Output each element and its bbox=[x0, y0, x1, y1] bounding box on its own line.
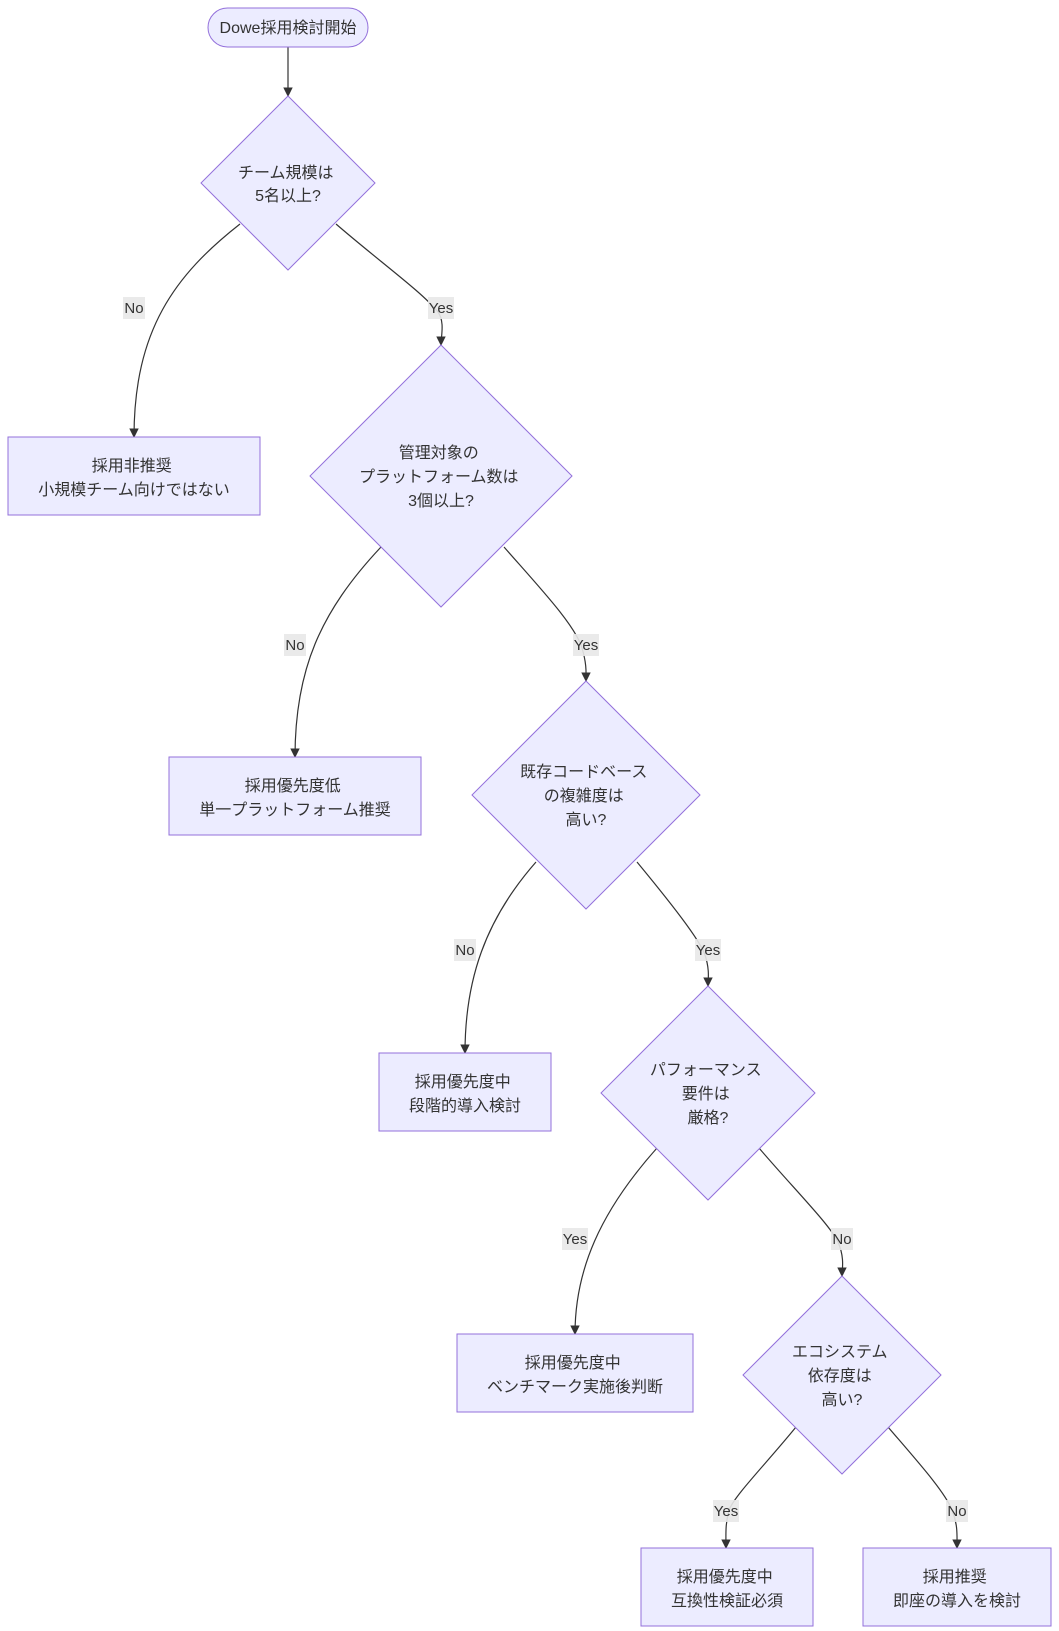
node-r-recommend: 採用推奨 即座の導入を検討 bbox=[862, 1547, 1052, 1627]
node-q-perf-line-1: パフォーマンス bbox=[650, 1062, 762, 1079]
edge-label-perf-yes: Yes bbox=[563, 1231, 587, 1248]
node-q-platform-line-1: 管理対象の bbox=[399, 444, 479, 462]
edge-labels: No Yes No Yes No Yes Yes No Yes No bbox=[123, 297, 968, 1522]
node-q-eco-line-1: エコシステム bbox=[792, 1344, 888, 1361]
edge-complex-no bbox=[460, 861, 537, 1054]
svg-text:採用非推奨 小規模チーム向けではない: 採用非推奨 小規模チーム向けではない bbox=[38, 457, 230, 499]
edge-eco-no bbox=[887, 1426, 962, 1549]
node-r-mid-staged-line-1: 採用優先度中 bbox=[415, 1073, 511, 1091]
edge-label-complex-yes: Yes bbox=[696, 942, 720, 959]
node-q-complex-line-3: 高い? bbox=[566, 811, 607, 829]
node-r-mid-bench-line-1: 採用優先度中 bbox=[525, 1354, 621, 1372]
node-start-line-1: Dowe採用検討開始 bbox=[220, 19, 357, 37]
svg-text:エコシステム 依存度は 高い: エコシステム 依存度は 高い? bbox=[792, 1344, 892, 1409]
edge-label-team-yes: Yes bbox=[429, 300, 453, 317]
node-q-team-line-1: チーム規模は bbox=[238, 164, 334, 182]
node-r-mid-compat-line-2: 互換性検証必須 bbox=[671, 1592, 783, 1610]
edge-label-team-no: No bbox=[124, 300, 143, 317]
node-r-mid-compat: 採用優先度中 互換性検証必須 bbox=[640, 1547, 814, 1627]
node-q-perf-line-2: 要件は bbox=[682, 1085, 730, 1103]
node-r-not-line-1: 採用非推奨 bbox=[92, 457, 172, 475]
node-q-eco-line-3: 高い? bbox=[822, 1391, 863, 1409]
svg-text:採用優先度低 単一プラットフォーム推奨: 採用優先度低 単一プラットフォーム推奨 bbox=[199, 777, 391, 819]
edge-platform-no bbox=[290, 546, 382, 758]
node-r-recommend-line-1: 採用推奨 bbox=[923, 1568, 987, 1586]
svg-text:採用優先度中 段階的導入検討: 採用優先度中 段階的導入検討 bbox=[409, 1073, 521, 1115]
node-q-complex-line-1: 既存コードベース bbox=[520, 763, 647, 781]
edge-team-yes bbox=[335, 223, 446, 346]
edge-perf-no bbox=[758, 1147, 847, 1277]
edge-label-perf-no: No bbox=[832, 1231, 851, 1248]
node-q-team: チーム規模は 5名以上? bbox=[200, 95, 376, 271]
edge-team-no bbox=[129, 223, 241, 438]
edge-label-platform-no: No bbox=[285, 637, 304, 654]
node-r-not: 採用非推奨 小規模チーム向けではない bbox=[7, 436, 261, 516]
node-r-mid-staged-line-2: 段階的導入検討 bbox=[409, 1096, 521, 1115]
svg-text:パフォーマンス 要件は 厳格: パフォーマンス 要件は 厳格? bbox=[650, 1062, 766, 1127]
node-r-low-line-2: 単一プラットフォーム推奨 bbox=[199, 801, 391, 819]
node-q-platform-line-3: 3個以上? bbox=[408, 492, 474, 510]
node-q-eco: エコシステム 依存度は 高い? bbox=[742, 1275, 942, 1475]
edge-complex-yes bbox=[636, 861, 713, 987]
node-q-platform-line-2: プラットフォーム数は bbox=[359, 468, 519, 486]
node-r-mid-bench-line-2: ベンチマーク実施後判断 bbox=[487, 1378, 663, 1396]
node-r-mid-staged: 採用優先度中 段階的導入検討 bbox=[378, 1052, 552, 1132]
node-q-perf: パフォーマンス 要件は 厳格? bbox=[600, 985, 816, 1201]
nodes: Dowe採用検討開始 チーム規模は 5名以上? 採用非推奨 小規模チーム向けでは… bbox=[7, 7, 1052, 1627]
node-r-mid-compat-line-1: 採用優先度中 bbox=[677, 1568, 773, 1586]
svg-text:チーム規模は 5名以上?: チーム規模は 5名以上? bbox=[238, 164, 338, 205]
node-q-platform: 管理対象の プラットフォーム数は 3個以上? bbox=[309, 344, 573, 608]
node-q-eco-line-2: 依存度は bbox=[808, 1367, 872, 1385]
edge-eco-yes bbox=[721, 1426, 797, 1549]
node-r-mid-bench: 採用優先度中 ベンチマーク実施後判断 bbox=[456, 1333, 694, 1413]
node-q-team-line-2: 5名以上? bbox=[255, 187, 321, 205]
edge-perf-yes bbox=[570, 1147, 658, 1335]
edge-label-eco-yes: Yes bbox=[714, 1503, 738, 1520]
edge-label-complex-no: No bbox=[455, 942, 474, 959]
node-q-complex: 既存コードベース の複雑度は 高い? bbox=[471, 680, 701, 910]
svg-text:採用優先度中 ベンチマーク実施後判断: 採用優先度中 ベンチマーク実施後判断 bbox=[487, 1354, 663, 1396]
svg-text:採用推奨 即座の導入を検討: 採用推奨 即座の導入を検討 bbox=[893, 1568, 1021, 1610]
node-r-low: 採用優先度低 単一プラットフォーム推奨 bbox=[168, 756, 422, 836]
node-r-recommend-line-2: 即座の導入を検討 bbox=[893, 1591, 1021, 1610]
node-r-low-line-1: 採用優先度低 bbox=[245, 777, 341, 795]
svg-text:既存コードベース の複雑度は: 既存コードベース の複雑度は 高い? bbox=[520, 763, 652, 829]
edge-platform-yes bbox=[503, 546, 591, 682]
svg-text:採用優先度中 互換性検証必須: 採用優先度中 互換性検証必須 bbox=[671, 1568, 783, 1610]
edge-label-eco-no: No bbox=[947, 1503, 966, 1520]
node-q-perf-line-3: 厳格? bbox=[688, 1109, 729, 1127]
node-r-not-line-2: 小規模チーム向けではない bbox=[38, 481, 230, 499]
edge-label-platform-yes: Yes bbox=[574, 637, 598, 654]
node-q-complex-line-2: の複雑度は bbox=[544, 787, 624, 805]
node-start: Dowe採用検討開始 bbox=[207, 7, 369, 48]
svg-text:管理対象の プラットフォーム数は: 管理対象の プラットフォーム数は 3個以上? bbox=[359, 444, 523, 510]
svg-text:Dowe採用検討開始: Dowe採用検討開始 bbox=[220, 19, 357, 37]
